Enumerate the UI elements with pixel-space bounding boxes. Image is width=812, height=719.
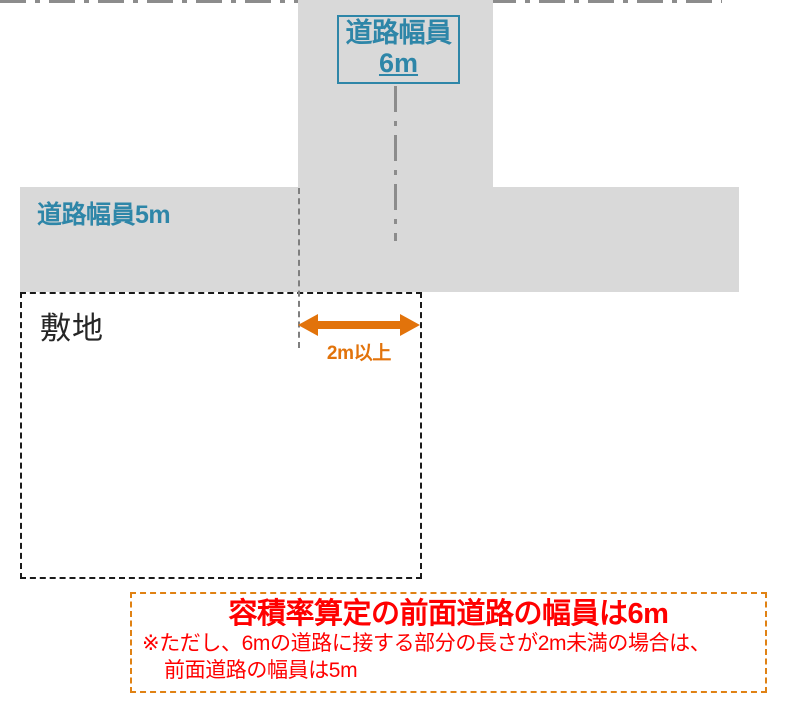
horizontal-road-area	[20, 187, 739, 292]
frontage-dimension-label: 2m以上	[326, 343, 392, 364]
site-boundary	[20, 292, 422, 579]
road-width-5m-label: 道路幅員5m	[37, 201, 171, 229]
site-label: 敷地	[40, 311, 104, 346]
frontage-dimension-arrow	[298, 314, 420, 336]
vertical-road-centerline	[394, 86, 397, 241]
conclusion-note-box: 容積率算定の前面道路の幅員は6m ※ただし、6mの道路に接する部分の長さが2m未…	[130, 592, 767, 693]
conclusion-note-title: 容積率算定の前面道路の幅員は6m	[228, 598, 669, 630]
road-width-6m-callout: 道路幅員 6m	[337, 15, 460, 84]
road-width-6m-label-line2: 6m	[378, 48, 419, 79]
conclusion-note-line-2: 前面道路の幅員は5m	[164, 659, 358, 683]
road-frontage-guide-line	[298, 188, 300, 348]
conclusion-note-line-1: ※ただし、6mの道路に接する部分の長さが2m未満の場合は、	[142, 632, 711, 656]
road-width-6m-label-line1: 道路幅員	[345, 18, 453, 48]
